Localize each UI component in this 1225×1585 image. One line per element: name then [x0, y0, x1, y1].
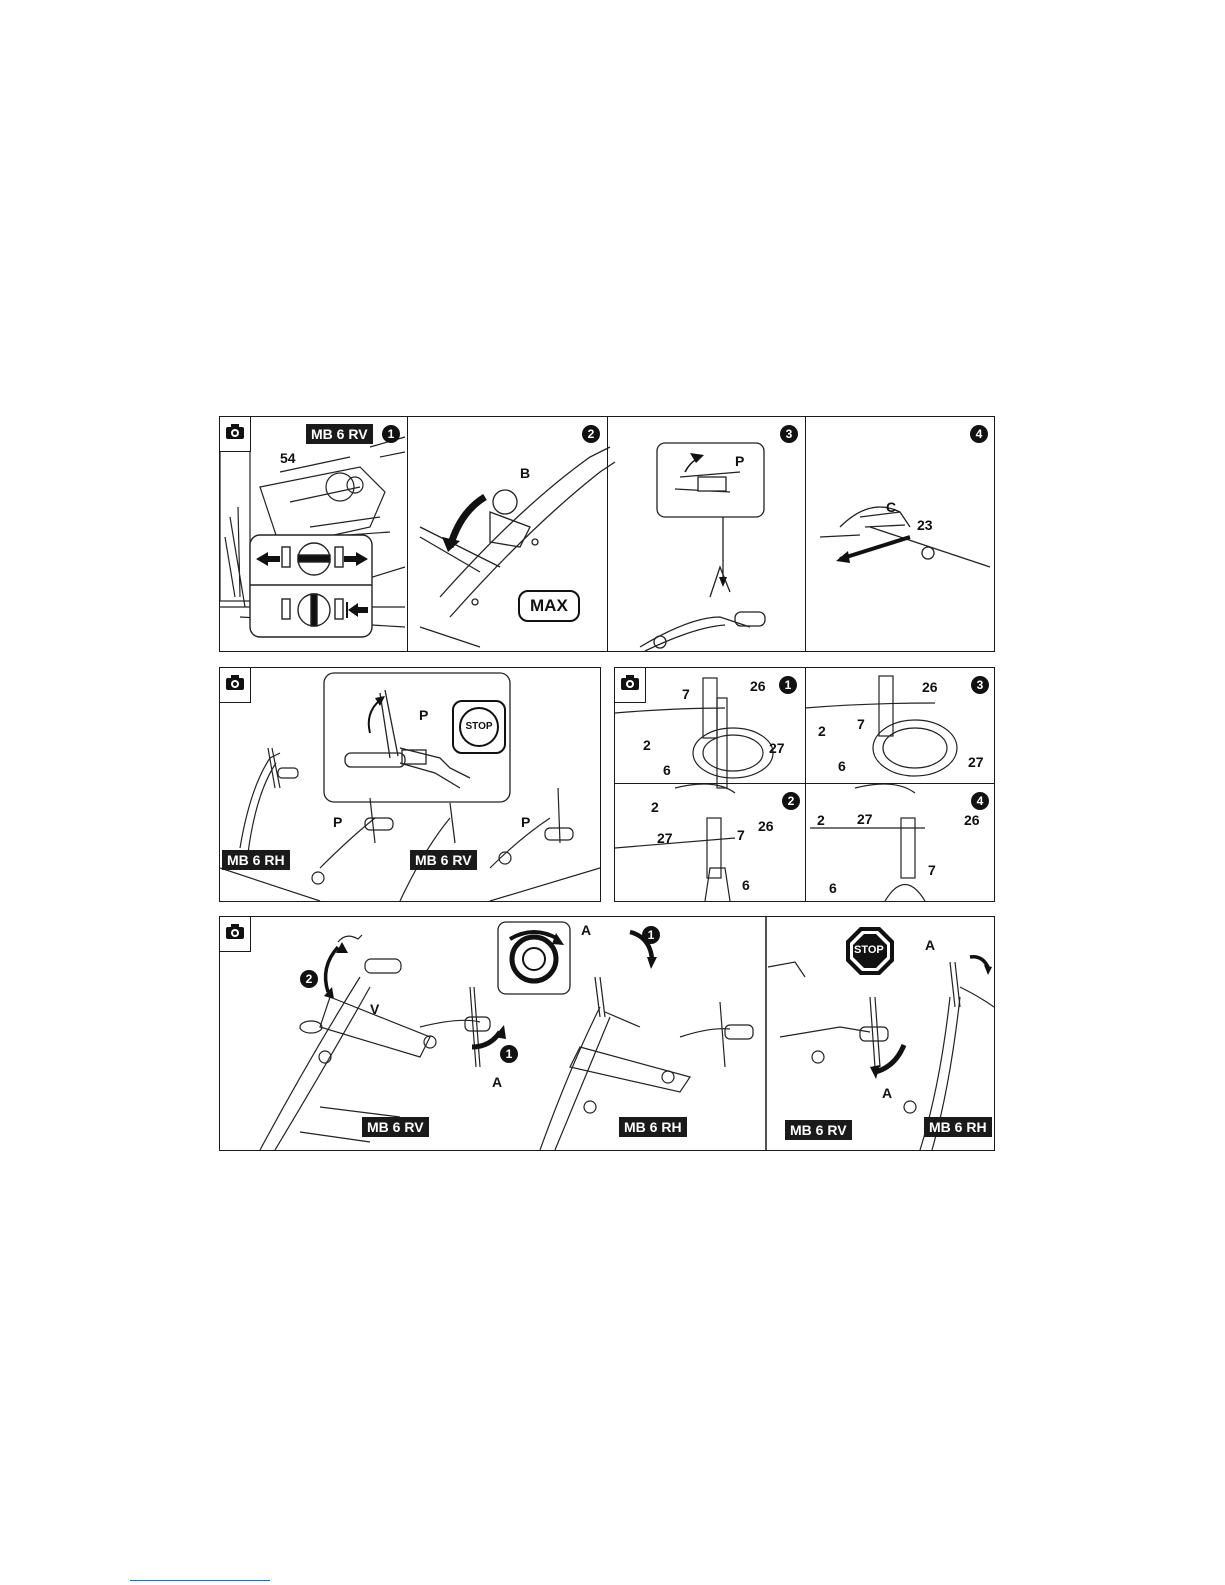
callout: A: [581, 922, 591, 938]
model-label: MB 6 RV: [362, 1117, 429, 1137]
model-label: MB 6 RV: [785, 1120, 852, 1140]
panel-divider: [805, 668, 806, 901]
camera-icon-box: [220, 668, 251, 703]
max-badge: MAX: [518, 590, 580, 622]
panel-divider: [407, 417, 408, 651]
camera-icon-box: [220, 417, 251, 452]
model-label: MB 6 RH: [619, 1117, 687, 1137]
camera-icon: [615, 668, 645, 702]
panel-mid-left: P STOP MB 6 RH MB 6 RV P P: [219, 667, 601, 902]
step-number: 3: [971, 676, 989, 694]
callout: 7: [682, 686, 690, 702]
step-number: 2: [300, 970, 318, 988]
callout: 26: [964, 812, 980, 828]
callout: 7: [857, 716, 865, 732]
callout: P: [333, 814, 342, 830]
callout: P: [735, 453, 744, 469]
callout: 27: [857, 811, 873, 827]
camera-icon-box: [615, 668, 646, 703]
callout: 6: [838, 758, 846, 774]
step-number: 1: [779, 676, 797, 694]
step-number: 4: [971, 792, 989, 810]
callout: 26: [750, 678, 766, 694]
stop-label: STOP: [459, 707, 499, 747]
callout: 6: [663, 762, 671, 778]
callout: A: [925, 937, 935, 953]
model-label: MB 6 RH: [924, 1117, 992, 1137]
camera-icon: [220, 668, 250, 702]
panel-top: MB 6 RV 1 54 2 B MAX 3 P 4 C 23: [219, 416, 995, 652]
callout: 2: [817, 812, 825, 828]
callout: 54: [280, 450, 296, 466]
callout: 7: [737, 827, 745, 843]
callout: B: [520, 465, 530, 481]
step-number: 4: [970, 425, 988, 443]
camera-icon-box: [220, 917, 251, 952]
model-label: MB 6 RV: [306, 424, 373, 444]
step-number: 3: [780, 425, 798, 443]
callout: 27: [769, 740, 785, 756]
panel-mid-right: 1 7 26 2 27 6 3 26 2 7 6 27 2 2 26 27 7 …: [614, 667, 995, 902]
callout: 27: [657, 830, 673, 846]
callout: A: [882, 1085, 892, 1101]
step-number: 1: [642, 926, 660, 944]
camera-icon: [220, 417, 250, 451]
panel-divider: [805, 417, 806, 651]
panel-bottom: 2 V A 1 A 1 MB 6 RV MB 6 RH STOP A A MB …: [219, 916, 995, 1151]
model-label: MB 6 RV: [410, 850, 477, 870]
model-label: MB 6 RH: [222, 850, 290, 870]
callout: V: [370, 1001, 379, 1017]
footer-link-underline[interactable]: [130, 1580, 270, 1581]
callout: A: [492, 1074, 502, 1090]
camera-icon: [220, 917, 250, 951]
callout: 6: [742, 877, 750, 893]
step-number: 1: [382, 425, 400, 443]
callout: 2: [643, 737, 651, 753]
panel-divider: [615, 783, 994, 784]
panel-divider: [607, 417, 608, 651]
callout: 2: [651, 799, 659, 815]
callout: 23: [917, 517, 933, 533]
callout: P: [521, 814, 530, 830]
callout: 2: [818, 723, 826, 739]
callout: P: [419, 707, 428, 723]
callout: C: [886, 499, 896, 515]
callout: 27: [968, 754, 984, 770]
callout: 7: [928, 862, 936, 878]
step-number: 2: [582, 425, 600, 443]
stop-label: STOP: [854, 944, 884, 956]
callout: 26: [922, 679, 938, 695]
step-number: 2: [782, 792, 800, 810]
callout: 26: [758, 818, 774, 834]
stop-symbol: STOP: [452, 700, 506, 754]
step-number: 1: [500, 1045, 518, 1063]
callout: 6: [829, 880, 837, 896]
